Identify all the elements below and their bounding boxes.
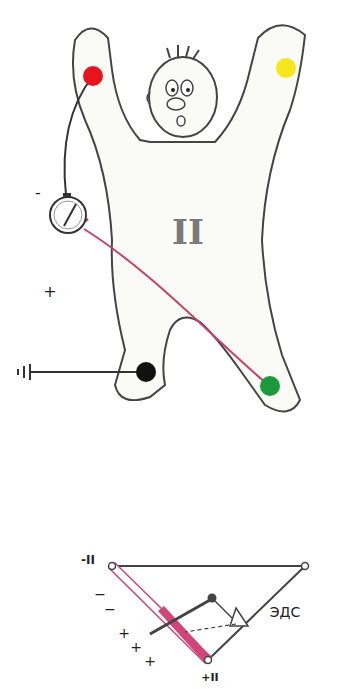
wire-black-to-ground	[30, 371, 142, 373]
plus-sign: +	[43, 284, 56, 300]
minus-sign: -	[35, 185, 41, 201]
electrode-black	[136, 362, 156, 382]
electrode-yellow	[276, 58, 296, 78]
plus-sign: +	[144, 654, 156, 668]
galvanometer	[50, 193, 86, 233]
ground-symbol	[18, 364, 30, 380]
vertex-label: -II	[81, 554, 95, 566]
emf-vector	[150, 594, 248, 635]
electrode-green	[260, 376, 280, 396]
lead-number: II	[172, 215, 204, 249]
body-outline	[73, 25, 305, 411]
electrode-red	[83, 66, 103, 86]
minus-sign: −	[94, 587, 106, 601]
emf-label: ЭДС	[270, 605, 301, 619]
minus-sign: −	[104, 602, 116, 616]
wire-red-to-meter	[65, 76, 93, 195]
wire-meter-to-green	[84, 229, 266, 383]
head	[147, 45, 217, 137]
vertex-label: +II	[201, 672, 218, 683]
einthoven-triangle	[109, 563, 309, 664]
plus-sign: +	[130, 640, 142, 654]
plus-sign: +	[118, 626, 130, 640]
